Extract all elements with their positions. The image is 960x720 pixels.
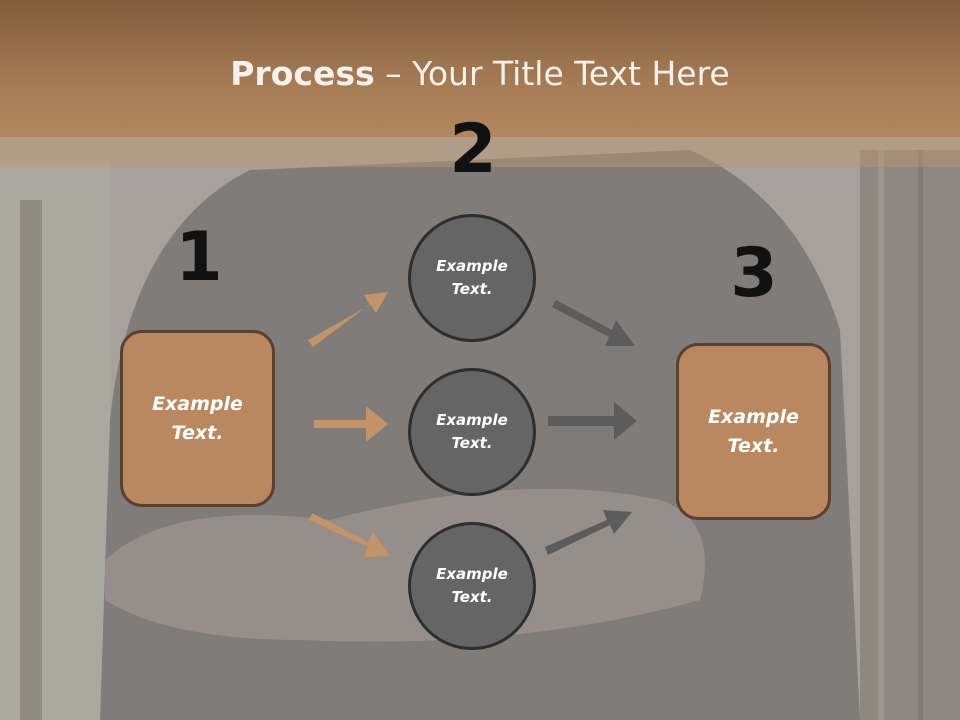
arrow-left-bottom: [309, 513, 390, 557]
arrow-left-middle: [314, 406, 388, 442]
step-1-box: Example Text.: [120, 330, 275, 507]
circle-top-text: Example Text.: [436, 257, 508, 298]
arrow-right-bottom: [545, 510, 632, 555]
title-bold: Process: [230, 54, 375, 93]
step-3-box: Example Text.: [676, 343, 831, 520]
arrow-left-top: [308, 292, 388, 347]
step-2-circle-top: Example Text.: [408, 214, 536, 342]
slide-title: Process – Your Title Text Here: [0, 54, 960, 94]
step-number-2: 2: [449, 110, 497, 189]
title-bar: [0, 0, 960, 137]
circle-middle-text: Example Text.: [436, 411, 508, 452]
step-1-box-text: Example Text.: [152, 392, 243, 444]
step-2-circle-bottom: Example Text.: [408, 522, 536, 650]
arrow-right-top: [552, 300, 635, 346]
step-2-circle-middle: Example Text.: [408, 368, 536, 496]
step-3-box-text: Example Text.: [708, 405, 799, 457]
title-rest: – Your Title Text Here: [374, 54, 730, 93]
arrow-right-middle: [548, 402, 637, 440]
title-band: [0, 137, 960, 167]
step-number-3: 3: [730, 234, 778, 313]
step-number-1: 1: [175, 218, 223, 297]
circle-bottom-text: Example Text.: [436, 565, 508, 606]
